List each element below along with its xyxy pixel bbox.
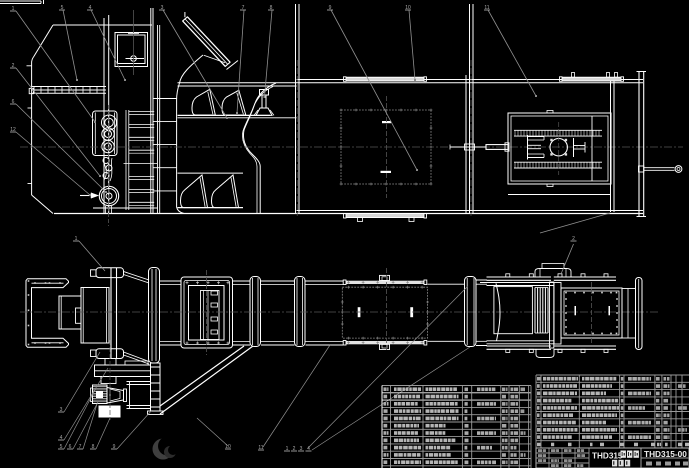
svg-text:2: 2 <box>12 63 15 69</box>
svg-text:1: 1 <box>286 446 289 452</box>
svg-text:1: 1 <box>75 236 78 242</box>
svg-text:6: 6 <box>69 444 72 450</box>
svg-text:9: 9 <box>113 444 116 450</box>
svg-text:12: 12 <box>10 127 16 133</box>
svg-text:3: 3 <box>161 5 164 11</box>
svg-text:1: 1 <box>12 6 15 12</box>
svg-text:10: 10 <box>405 5 411 11</box>
svg-text:5: 5 <box>60 444 63 450</box>
svg-text:9: 9 <box>329 5 332 11</box>
svg-text:7: 7 <box>242 5 245 11</box>
svg-text:8: 8 <box>270 5 273 11</box>
svg-text:11: 11 <box>258 445 263 451</box>
svg-text:2: 2 <box>293 446 296 452</box>
svg-text:3: 3 <box>300 446 303 452</box>
svg-text:7: 7 <box>79 444 82 450</box>
svg-text:8: 8 <box>92 444 95 450</box>
svg-text:2: 2 <box>572 236 575 242</box>
svg-text:3: 3 <box>60 407 63 413</box>
svg-text:4: 4 <box>89 5 92 11</box>
svg-text:4: 4 <box>60 435 63 441</box>
svg-text:THD315-00: THD315-00 <box>644 449 687 459</box>
svg-text:5: 5 <box>61 5 64 11</box>
svg-text:THD315: THD315 <box>592 451 623 460</box>
svg-text:11: 11 <box>484 5 489 11</box>
svg-text:4: 4 <box>307 446 310 452</box>
svg-text:6: 6 <box>12 99 15 105</box>
svg-text:10: 10 <box>225 444 231 450</box>
